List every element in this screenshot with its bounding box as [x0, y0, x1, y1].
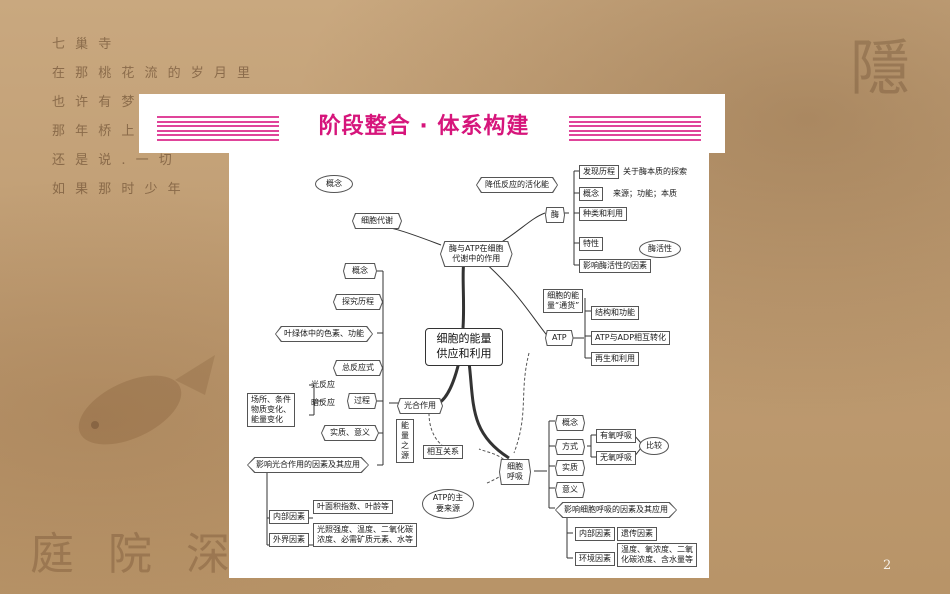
page-number: 2	[883, 558, 892, 573]
node-photo-concept-label: 概念	[344, 264, 376, 278]
node-aerobic: 有氧呼吸	[596, 429, 636, 443]
text-enzyme-concept-detail: 来源；功能；本质	[613, 189, 677, 198]
node-enzyme-atp-hub-label: 酶与ATP在细胞 代谢中的作用	[441, 242, 512, 266]
poem-line-5: 还 是 说 . 一 切	[52, 153, 175, 168]
cloud-atp-source: ATP的主 要来源	[422, 489, 474, 519]
node-photo-process: 过程	[347, 393, 377, 409]
title-decor-lines-left	[157, 116, 279, 143]
fish-decoration-icon	[78, 355, 215, 445]
node-energy-source: 能 量 之 源	[396, 419, 414, 463]
title-decor-lines-right	[569, 116, 701, 143]
node-atp: ATP	[545, 330, 574, 346]
node-atp-regeneration: 再生和利用	[591, 352, 639, 366]
node-photo-equation: 总反应式	[333, 360, 383, 376]
node-photo-pigments: 叶绿体中的色素、功能	[275, 326, 373, 342]
node-location-conditions: 场所、条件 物质变化、 能量变化	[247, 393, 295, 427]
node-photo-external: 外界因素	[269, 533, 309, 547]
node-photosynthesis-label: 光合作用	[398, 399, 442, 413]
title-banner: 阶段整合 · 体系构建	[139, 94, 725, 153]
node-photosynthesis: 光合作用	[397, 398, 443, 414]
concept-map: 酶与ATP在细胞 代谢中的作用 概念 细胞代谢 降低反应的活化能 酶 发现历程 …	[229, 153, 709, 578]
node-photo-process-label: 过程	[348, 394, 376, 408]
node-enzyme-label: 酶	[546, 208, 564, 222]
node-photo-essence: 实质、意义	[321, 425, 379, 441]
node-photo-internal: 内部因素	[269, 510, 309, 524]
node-photo-history-label: 探究历程	[334, 295, 382, 309]
node-resp-internal-detail: 遗传因素	[617, 527, 657, 541]
node-enzyme-types: 种类和利用	[579, 207, 627, 221]
node-photo-concept: 概念	[343, 263, 377, 279]
node-photo-equation-label: 总反应式	[334, 361, 382, 375]
node-enzyme-concept: 概念	[579, 187, 603, 201]
node-resp-factors-label: 影响细胞呼吸的因素及其应用	[556, 503, 676, 517]
node-atp-structure: 结构和功能	[591, 306, 639, 320]
text-light-reaction: 光反应	[311, 380, 335, 389]
node-respiration: 细胞 呼吸	[499, 459, 531, 485]
poem-line-1: 七 巢 寺	[52, 37, 115, 52]
poem-line-4: 那 年 桥 上 的	[52, 124, 161, 139]
cloud-enzyme-activity: 酶活性	[639, 240, 681, 258]
node-resp-concept: 概念	[555, 415, 585, 431]
node-lower-activation-label: 降低反应的活化能	[477, 178, 557, 192]
node-anaerobic: 无氧呼吸	[596, 451, 636, 465]
node-enzyme: 酶	[545, 207, 565, 223]
cloud-compare: 比较	[639, 437, 669, 455]
node-enzyme-factors: 影响酶活性的因素	[579, 259, 651, 273]
cloud-concept: 概念	[315, 175, 353, 193]
poem-line-2: 在 那 桃 花 流 的 岁 月 里	[52, 66, 254, 81]
slide-title: 阶段整合 · 体系构建	[318, 114, 530, 139]
node-metabolism-label: 细胞代谢	[353, 214, 401, 228]
node-photo-external-detail: 光照强度、温度、二氧化碳 浓度、必需矿质元素、水等	[313, 523, 417, 547]
node-photo-factors: 影响光合作用的因素及其应用	[247, 457, 369, 473]
node-resp-factors: 影响细胞呼吸的因素及其应用	[555, 502, 677, 518]
node-photo-factors-label: 影响光合作用的因素及其应用	[248, 458, 368, 472]
node-resp-concept-label: 概念	[556, 416, 584, 430]
text-enzyme-discovery-detail: 关于酶本质的探索	[623, 167, 687, 176]
node-resp-internal: 内部因素	[575, 527, 615, 541]
node-resp-essence-label: 实质	[556, 461, 584, 475]
node-enzyme-atp-hub: 酶与ATP在细胞 代谢中的作用	[440, 241, 513, 267]
node-atp-conversion: ATP与ADP相互转化	[591, 331, 671, 345]
node-resp-meaning-label: 意义	[556, 483, 584, 497]
node-center: 细胞的能量 供应和利用	[425, 328, 503, 366]
node-resp-external-detail: 温度、氧浓度、二氧 化碳浓度、含水量等	[617, 543, 697, 567]
node-photo-internal-detail: 叶面积指数、叶龄等	[313, 500, 393, 514]
node-mutual-relation: 相互关系	[423, 445, 463, 459]
node-respiration-label: 细胞 呼吸	[500, 460, 530, 484]
node-photo-essence-label: 实质、意义	[322, 426, 378, 440]
text-dark-reaction: 暗反应	[311, 398, 335, 407]
node-atp-currency: 细胞的能 量“通货”	[543, 289, 584, 313]
node-resp-meaning: 意义	[555, 482, 585, 498]
node-photo-pigments-label: 叶绿体中的色素、功能	[276, 327, 372, 341]
poem-line-6: 如 果 那 时 少 年	[52, 182, 184, 197]
node-enzyme-properties: 特性	[579, 237, 603, 251]
node-resp-modes: 方式	[555, 439, 585, 455]
node-resp-modes-label: 方式	[556, 440, 584, 454]
node-photo-history: 探究历程	[333, 294, 383, 310]
node-atp-label: ATP	[546, 331, 573, 345]
node-resp-essence: 实质	[555, 460, 585, 476]
node-lower-activation: 降低反应的活化能	[476, 177, 558, 193]
node-metabolism: 细胞代谢	[352, 213, 402, 229]
node-resp-external: 环境因素	[575, 552, 615, 566]
background-calligraphy-right: 隱	[850, 34, 910, 104]
node-enzyme-discovery: 发现历程	[579, 165, 619, 179]
